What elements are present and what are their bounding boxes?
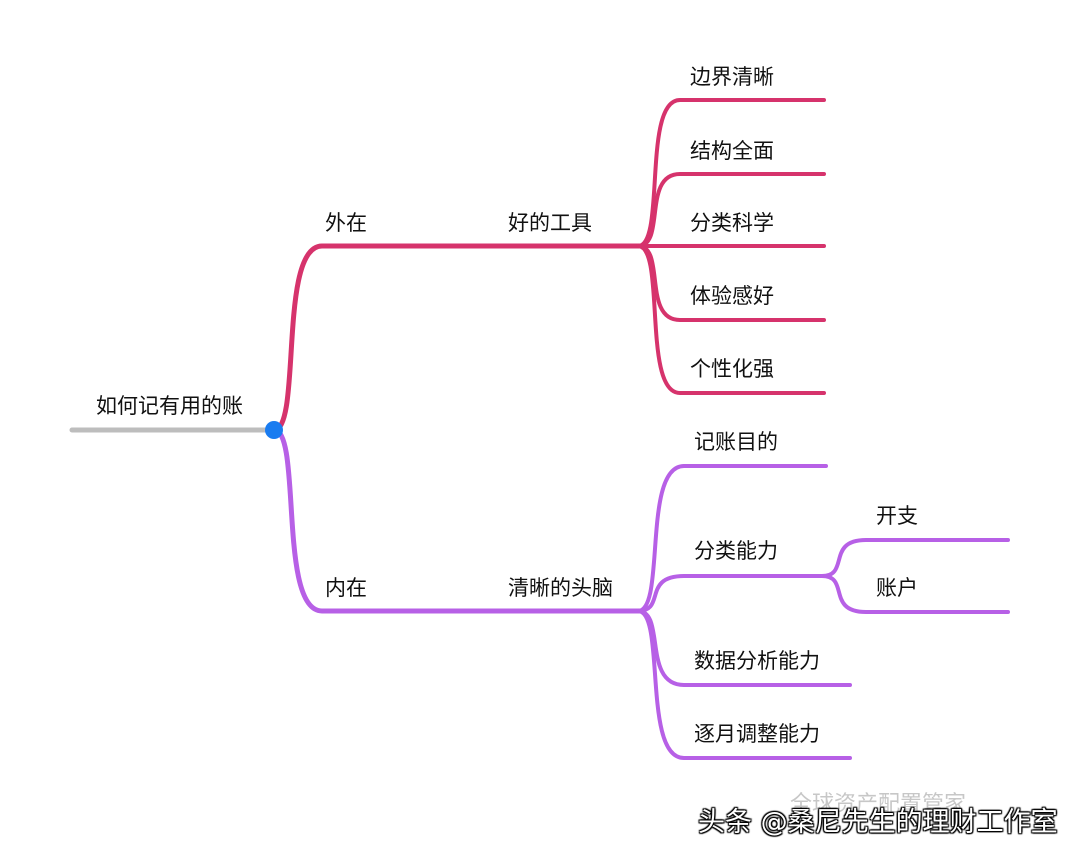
node-good-tools: 好的工具: [508, 211, 592, 235]
leaf-data-analysis: 数据分析能力: [694, 649, 820, 673]
connector-outer-leaf-0: [636, 98, 826, 248]
root-node: [265, 421, 283, 439]
connector-inner-leaf-0: [636, 464, 828, 613]
leaf-purpose: 记账目的: [694, 430, 778, 454]
leaf-personalized: 个性化强: [690, 357, 774, 381]
root-label: 如何记有用的账: [96, 394, 243, 418]
connector-classify-child-1: [820, 574, 1010, 614]
leaf-clear-boundary: 边界清晰: [690, 65, 774, 89]
connector-outer-leaf-4: [636, 244, 826, 395]
connector-inner-leaf-3: [636, 609, 852, 760]
leaf-classify-ability: 分类能力: [694, 539, 778, 563]
branch-outer-label: 外在: [325, 211, 367, 235]
connector-root-inner: [271, 427, 643, 614]
connector-root-outer: [271, 243, 643, 433]
connector-outer-leaf-1: [636, 172, 826, 248]
branch-inner-label: 内在: [325, 576, 367, 600]
leaf-expense: 开支: [876, 504, 918, 528]
watermark-faint: 全球资产配置管家: [790, 792, 967, 817]
leaf-scientific-category: 分类科学: [690, 211, 774, 235]
watermark: 头条 @桑尼先生的理财工作室: [698, 807, 1058, 838]
leaf-account: 账户: [876, 576, 918, 600]
node-clear-mind: 清晰的头脑: [508, 576, 613, 600]
leaf-monthly-adjust: 逐月调整能力: [694, 722, 820, 746]
leaf-good-experience: 体验感好: [690, 284, 774, 308]
leaf-full-structure: 结构全面: [690, 139, 774, 163]
connector-inner-leaf-1: [636, 574, 828, 613]
connector-classify-child-0: [820, 538, 1010, 578]
